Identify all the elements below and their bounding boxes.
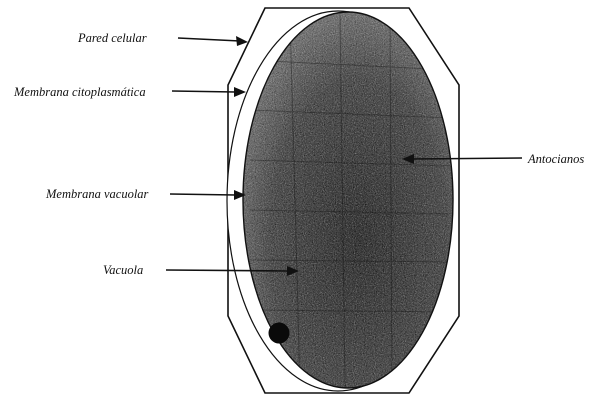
label-membrana-citoplasmatica: Membrana citoplasmática <box>13 85 146 99</box>
arrow-membrana-vacuolar <box>170 190 246 200</box>
arrow-pared-celular <box>178 36 248 46</box>
label-antocianos: Antocianos <box>527 152 584 166</box>
label-vacuola: Vacuola <box>103 263 143 277</box>
label-membrana-vacuolar: Membrana vacuolar <box>45 187 149 201</box>
arrow-membrana-citoplasmatica <box>172 87 246 97</box>
nucleus <box>269 323 290 344</box>
label-pared-celular: Pared celular <box>77 31 147 45</box>
